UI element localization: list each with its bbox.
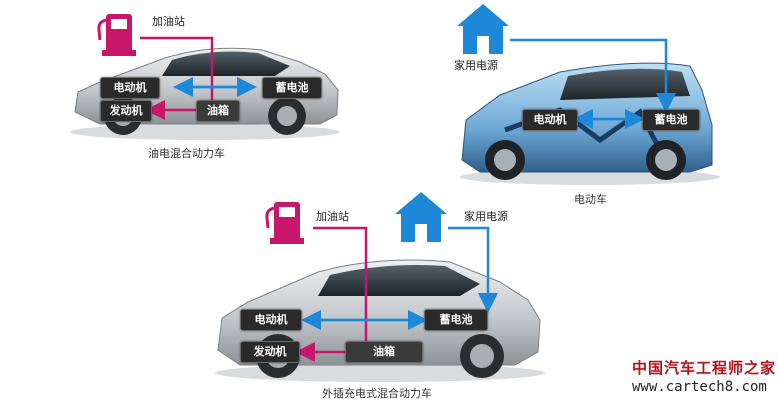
- ev-battery-box: 蓄电池: [642, 109, 700, 131]
- ev-house-label: 家用电源: [454, 59, 498, 72]
- phev-caption: 外插充电式混合动力车: [322, 387, 432, 400]
- hybrid-station-label: 加油站: [152, 15, 185, 28]
- hybrid-motor-box: 电动机: [100, 77, 160, 99]
- fuel-pump-icon: [97, 14, 136, 56]
- hybrid-tank-box: 油箱: [196, 100, 240, 122]
- house-icon: [457, 4, 509, 54]
- hybrid-engine-box: 发动机: [100, 100, 152, 122]
- phev-engine-box: 发动机: [240, 341, 300, 363]
- phev-station-label: 加油站: [316, 210, 349, 223]
- hybrid-caption: 油电混合动力车: [148, 147, 225, 160]
- phev-motor-box: 电动机: [240, 309, 302, 331]
- phev-house-label: 家用电源: [464, 210, 508, 223]
- watermark-url: www.cartech8.com: [632, 379, 767, 395]
- hybrid-battery-box: 蓄电池: [262, 77, 322, 99]
- ev-motor-box: 电动机: [522, 109, 578, 131]
- phev-flow-lines: [295, 226, 498, 362]
- house-icon: [395, 192, 447, 242]
- hybrid-flow-lines: [140, 36, 257, 120]
- fuel-pump-icon: [265, 202, 304, 244]
- phev-battery-box: 蓄电池: [424, 309, 488, 331]
- ev-caption: 电动车: [574, 193, 607, 206]
- phev-tank-box: 油箱: [345, 341, 423, 363]
- watermark-site-name: 中国汽车工程师之家: [632, 359, 777, 377]
- ev-flow-lines: [510, 38, 676, 129]
